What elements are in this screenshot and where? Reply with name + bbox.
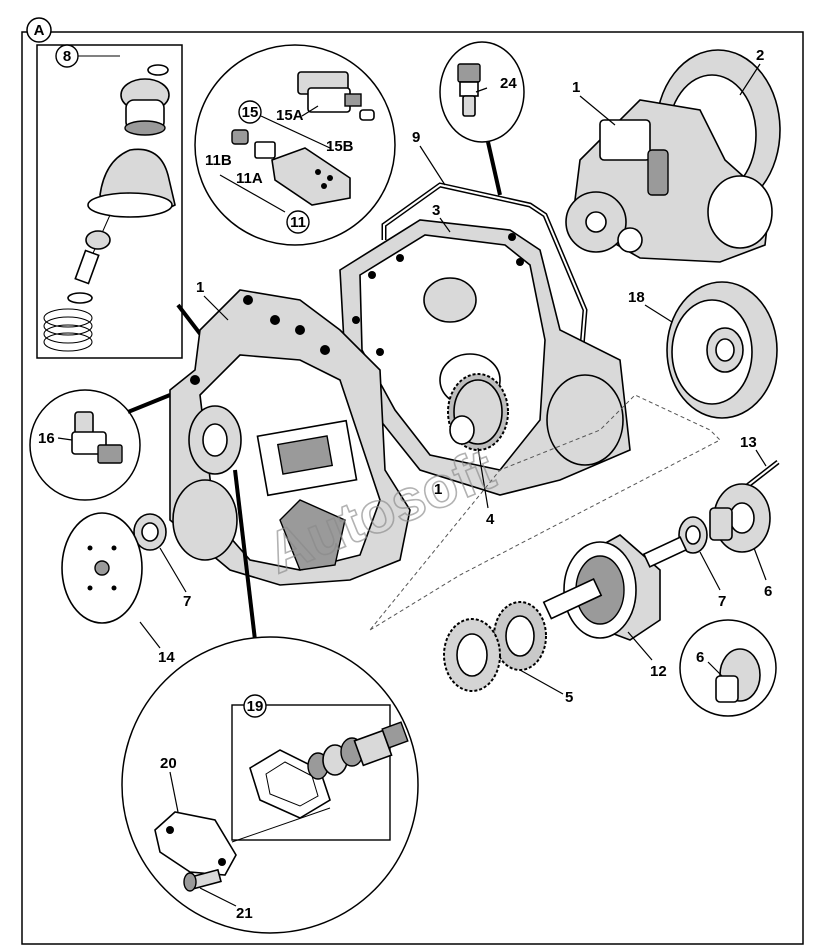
label-6-small: 6 (696, 649, 704, 666)
callout-11: 11 (290, 214, 306, 231)
label-21: 21 (236, 905, 253, 922)
callout-19: 19 (247, 698, 264, 715)
label-4: 4 (486, 511, 495, 528)
label-1-top: 1 (572, 79, 580, 96)
diagram-frame (21, 31, 804, 945)
label-7-left: 7 (183, 593, 191, 610)
label-15B: 15B (326, 138, 354, 155)
inset-solenoid: 15 15A 15B 11B 11A 11 (194, 44, 396, 246)
clutch-drum-12 (542, 534, 688, 641)
inset-speed-sensor: 16 (29, 389, 171, 501)
label-3: 3 (432, 202, 440, 219)
label-24: 24 (500, 75, 517, 92)
callout-8: 8 (63, 48, 71, 65)
label-7-right: 7 (718, 593, 726, 610)
projection-plane (369, 394, 721, 631)
main-housing (169, 289, 411, 586)
label-11A: 11A (236, 170, 263, 187)
label-14: 14 (158, 649, 175, 666)
label-13: 13 (740, 434, 757, 451)
label-11B: 11B (205, 152, 232, 169)
inset-pressure-switch: 24 (439, 41, 525, 196)
label-6-right: 6 (764, 583, 772, 600)
disc-14 (61, 512, 143, 624)
label-18: 18 (628, 289, 645, 306)
label-12: 12 (650, 663, 667, 680)
inset-pump: 19 (121, 636, 419, 934)
frame-tag-circle (26, 17, 52, 43)
gears-5 (443, 601, 547, 692)
pointer-19 (233, 469, 257, 641)
label-15A: 15A (276, 107, 304, 124)
label-16: 16 (38, 430, 55, 447)
assembled-transmission (565, 49, 781, 263)
inset-gear-lever: 8 (36, 44, 183, 359)
inset-flange-6: 6 (679, 619, 777, 717)
label-5: 5 (565, 689, 573, 706)
flange-6 (709, 483, 771, 553)
label-2: 2 (756, 47, 764, 64)
label-20: 20 (160, 755, 177, 772)
label-9: 9 (412, 129, 420, 146)
label-1-left: 1 (196, 279, 204, 296)
callout-15: 15 (242, 104, 259, 121)
gear-4 (447, 373, 509, 451)
frame-tag: A (34, 22, 45, 39)
cover-18 (666, 281, 778, 419)
label-1-mid: 1 (434, 481, 442, 498)
rear-housing (339, 219, 631, 496)
